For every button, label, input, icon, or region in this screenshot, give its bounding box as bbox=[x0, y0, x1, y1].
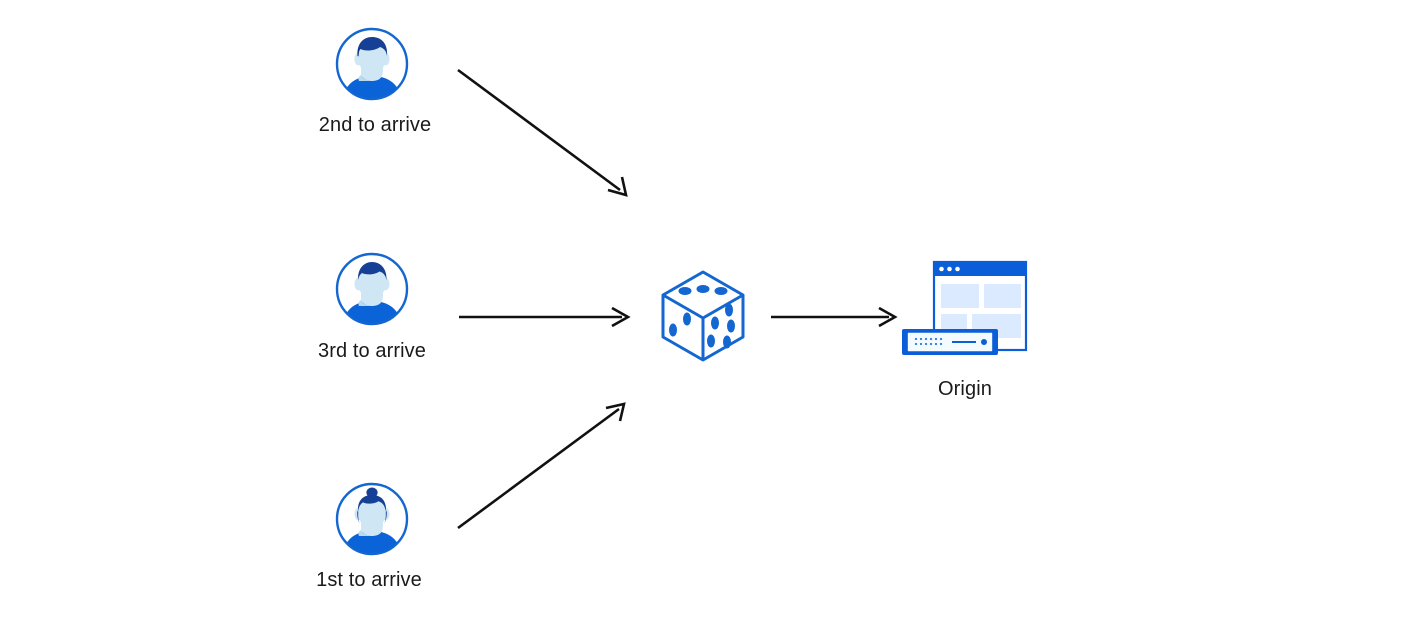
node-origin-server bbox=[898, 258, 1030, 358]
node-client-1st bbox=[334, 481, 410, 557]
node-label-client-3rd: 3rd to arrive bbox=[317, 340, 426, 362]
origin-server-icon bbox=[902, 260, 1028, 355]
node-anycast-dice bbox=[657, 268, 749, 364]
node-label-client-2nd: 2nd to arrive bbox=[318, 114, 432, 136]
server-device-icon bbox=[902, 329, 998, 355]
dice-icon bbox=[661, 270, 745, 362]
user-avatar-icon bbox=[335, 482, 409, 556]
user-avatar-icon bbox=[335, 252, 409, 326]
server-vents-icon bbox=[914, 337, 943, 346]
dice-left-pips bbox=[669, 312, 691, 337]
arrow-1st-to-dice bbox=[457, 402, 626, 530]
arrow-dice-to-origin bbox=[771, 306, 898, 328]
dice-right-pips bbox=[707, 303, 735, 349]
node-label-origin: Origin bbox=[938, 378, 992, 400]
node-label-client-1st: 1st to arrive bbox=[316, 569, 422, 591]
dice-top-pips bbox=[678, 285, 728, 295]
user-avatar-icon bbox=[335, 27, 409, 101]
window-dots-icon bbox=[939, 266, 960, 272]
node-client-2nd bbox=[334, 26, 410, 102]
node-client-3rd bbox=[334, 251, 410, 327]
arrow-3rd-to-dice bbox=[459, 306, 631, 328]
